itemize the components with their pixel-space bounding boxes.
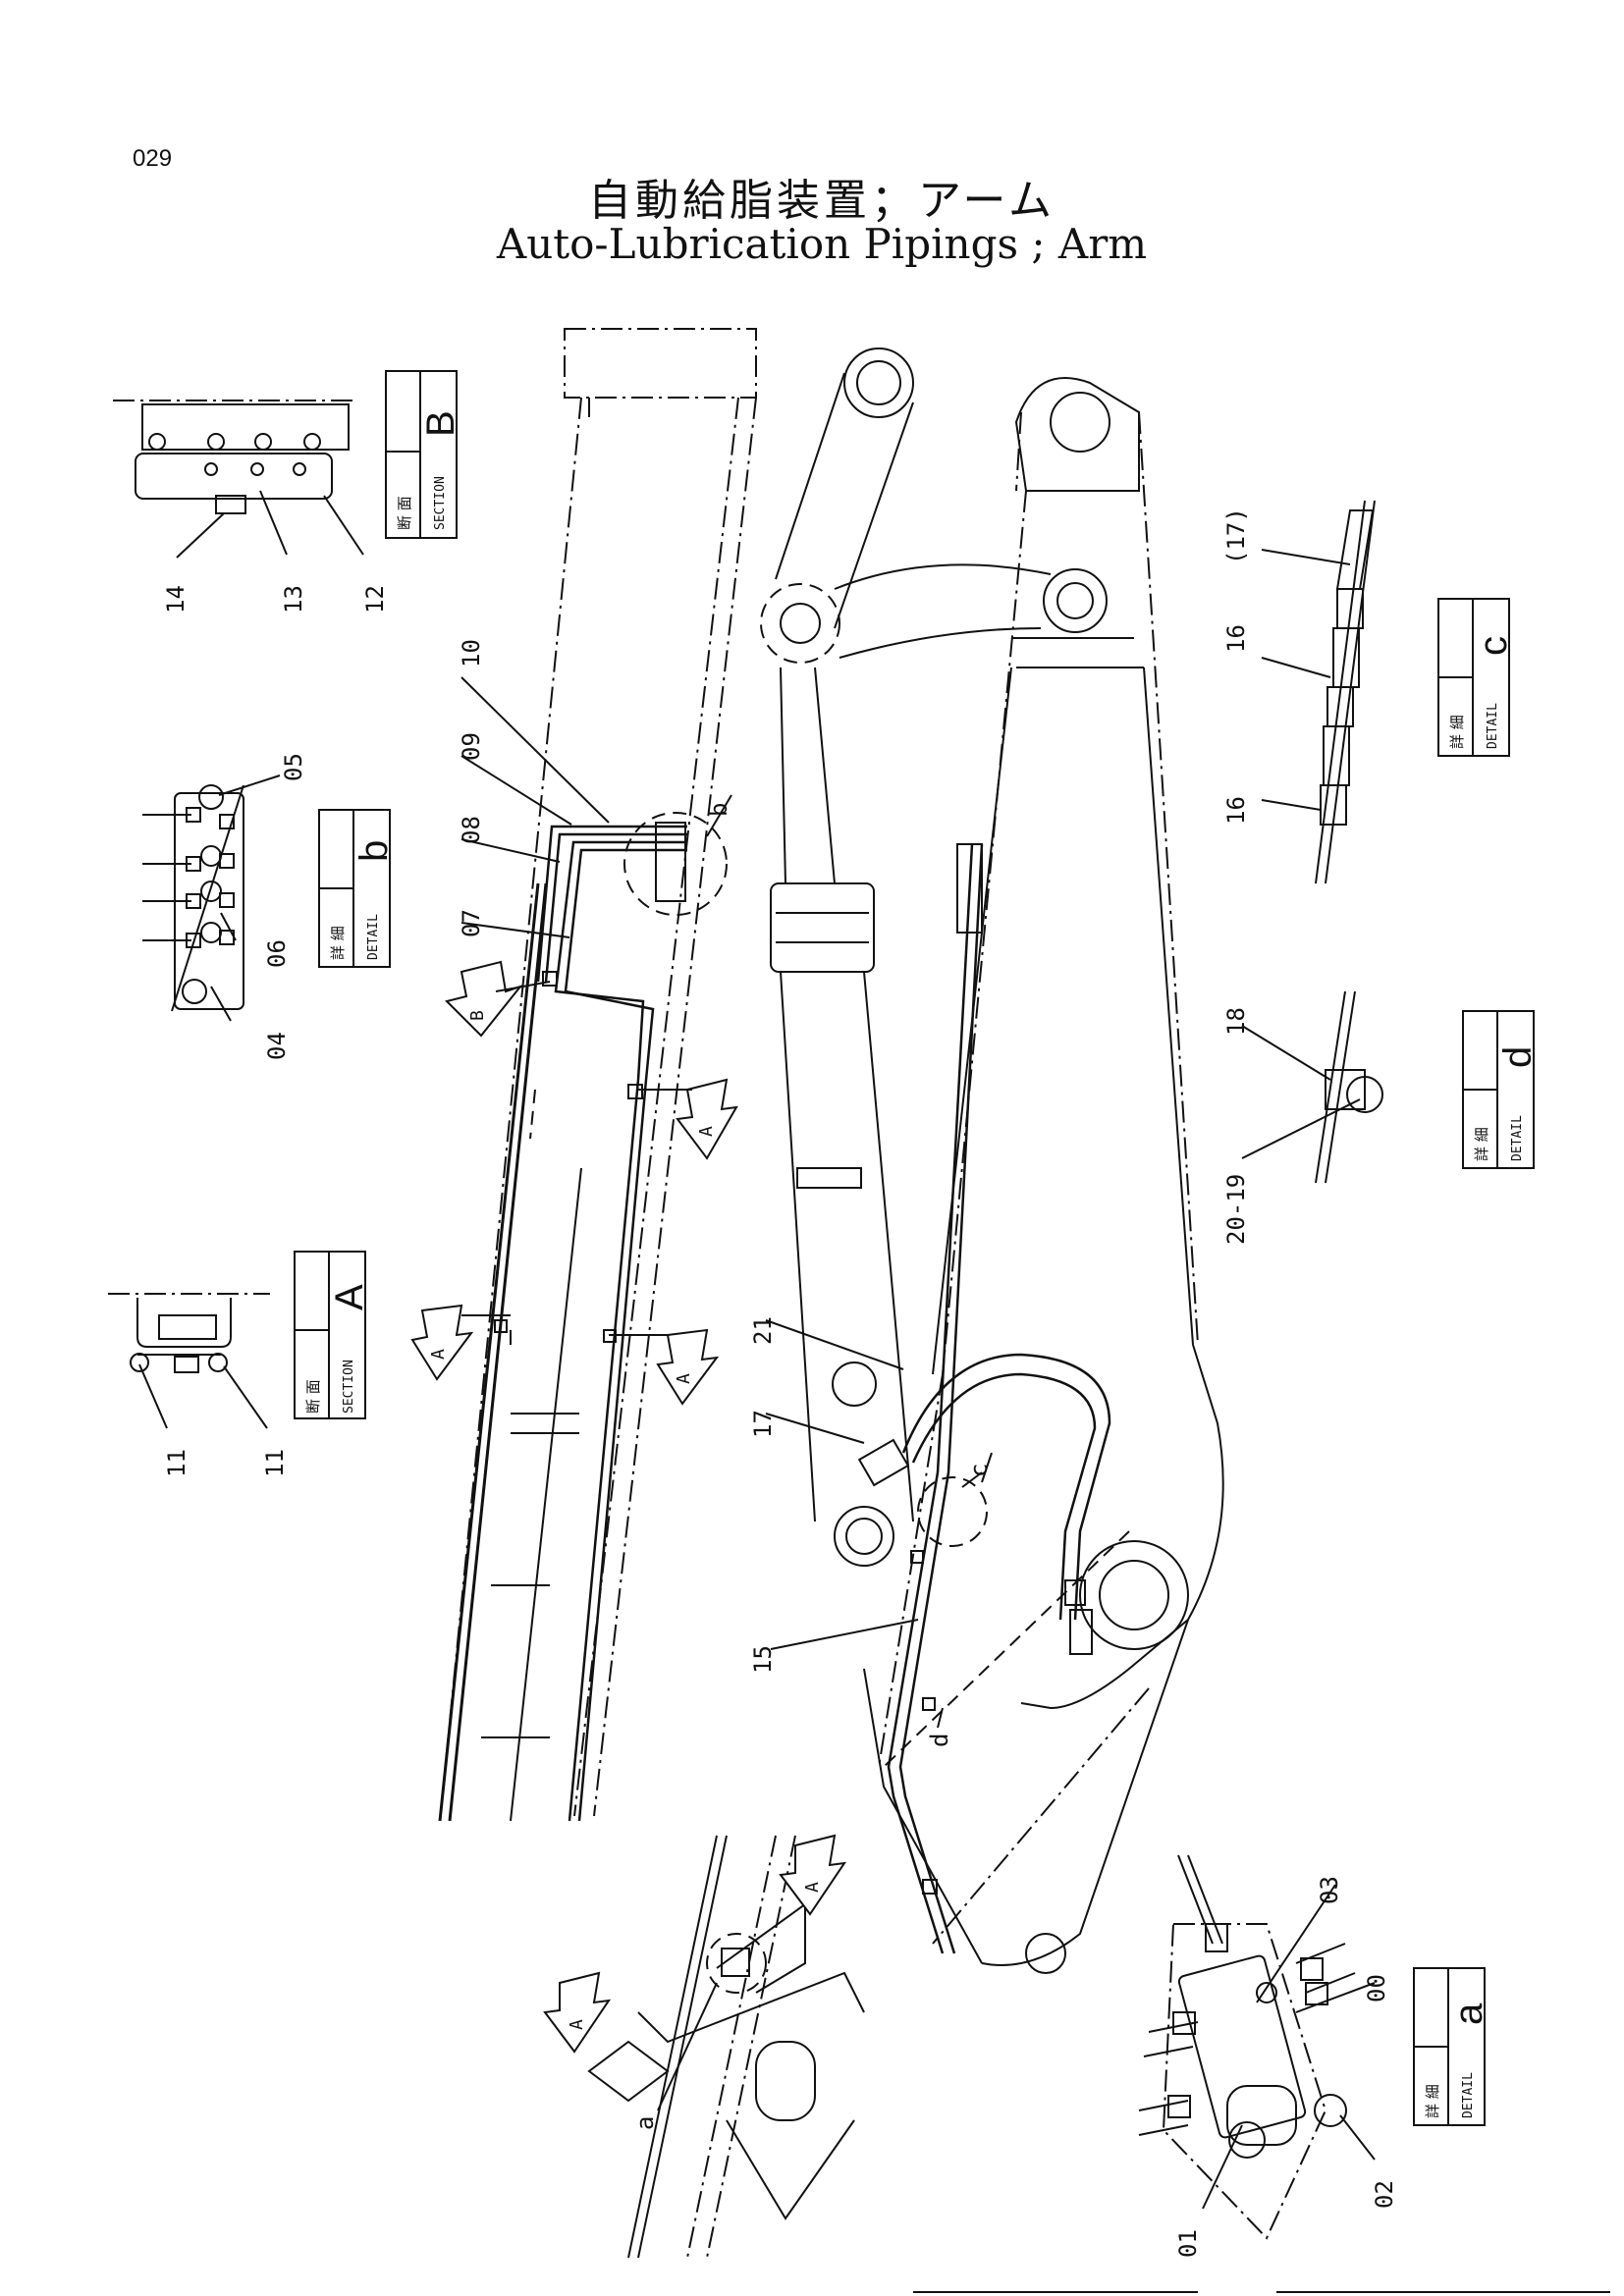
section-b-letter: B [419,410,462,437]
arrow-a2: A [410,1304,511,1381]
detail-c-jp: 詳 細 [1448,715,1466,749]
arrow-a5: A [543,1971,612,2054]
title-japanese: 自動給脂装置；アーム [587,176,1056,226]
detail-c-letter: c [1472,636,1515,656]
part-11-left: 11 [163,1449,190,1477]
title-english: Auto-Lubrication Pipings ; Arm [496,220,1148,268]
part-11-right: 11 [261,1449,289,1477]
detail-d-letter: d [1496,1046,1540,1068]
part-20-19: 20-19 [1222,1174,1250,1245]
arrow-a4-letter: A [802,1882,823,1893]
marker-b: b [705,803,732,817]
detail-d-jp: 詳 細 [1473,1127,1490,1161]
part-02: 02 [1371,2180,1398,2209]
arm-foot-view: a A A [543,1834,865,2259]
marker-a: a [631,2116,659,2130]
page-number: 029 [133,145,173,172]
arrow-a1: A [638,1078,738,1160]
arm-bracket-outline: c d 21 17 15 [749,377,1224,1974]
part-01: 01 [1174,2229,1202,2258]
marker-d: d [926,1734,953,1747]
part-05: 05 [280,753,307,781]
bucket-cylinder-and-link [760,347,1108,1522]
section-a-view: 断 面 SECTION A 11 11 [108,1251,371,1477]
part-17: 17 [749,1410,777,1438]
footer-rule-left [913,2291,1198,2293]
detail-b-en: DETAIL [366,914,381,960]
arrow-a3: A [609,1328,720,1406]
detail-c-en: DETAIL [1486,703,1500,749]
part-03: 03 [1316,1876,1343,1904]
arrow-a3-letter: A [674,1373,694,1384]
arrow-b-letter: B [467,1010,488,1021]
part-16-bottom: 16 [1222,796,1250,825]
section-b-jp: 断 面 [396,496,413,530]
part-00: 00 [1363,1974,1390,2002]
detail-d-view: 18 20-19 詳 細 DETAIL d [1222,990,1540,1245]
detail-a-letter: a [1447,2002,1490,2025]
section-a-jp: 断 面 [304,1379,322,1414]
detail-b-jp: 詳 細 [329,926,347,960]
part-10: 10 [458,639,485,667]
part-15: 15 [749,1645,777,1674]
section-a-letter: A [328,1284,371,1310]
part-13: 13 [280,585,307,614]
footer-rule-right [1276,2291,1610,2293]
section-b-view: 断 面 SECTION B 14 13 12 [113,370,462,614]
detail-a-en: DETAIL [1461,2072,1476,2118]
part-17-ref: (17) [1222,507,1250,564]
detail-a-jp: 詳 細 [1424,2084,1441,2118]
detail-c-view: (17) 16 16 詳 細 DETAIL c [1222,500,1515,884]
part-18: 18 [1222,1007,1250,1036]
section-b-en: SECTION [433,476,448,530]
part-14: 14 [162,585,189,614]
arrow-a1-letter: A [696,1126,717,1137]
arrow-b: B [445,960,551,1038]
part-21: 21 [749,1316,777,1345]
detail-d-en: DETAIL [1510,1115,1525,1161]
marker-c: c [965,1464,993,1477]
arrow-a4: A [779,1834,847,1916]
detail-b-letter: b [352,840,396,862]
detail-b-view: 詳 細 DETAIL b 05 06 04 [142,753,396,1060]
part-16-top: 16 [1222,624,1250,653]
section-a-en: SECTION [342,1360,356,1414]
arrow-a2-letter: A [428,1349,449,1360]
part-06: 06 [263,939,291,968]
arrow-a5-letter: A [567,2019,587,2030]
part-12: 12 [361,585,389,614]
detail-a-view: 03 00 01 02 詳 細 DETAIL a [1138,1854,1490,2258]
part-04: 04 [263,1032,291,1060]
arm-main-view: b B A A A 10 [410,328,757,1822]
